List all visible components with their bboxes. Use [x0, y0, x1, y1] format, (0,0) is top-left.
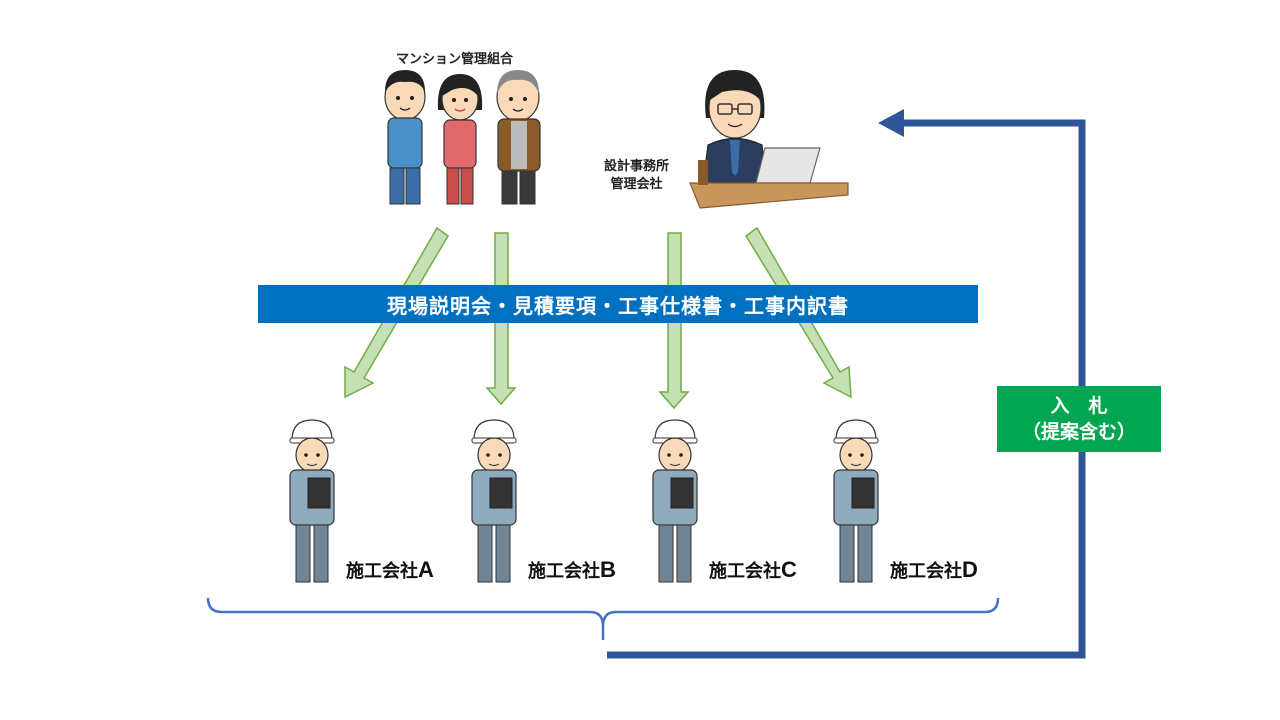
contractor-letter: D	[962, 557, 978, 582]
consultant-label-line1: 設計事務所	[604, 159, 670, 174]
worker-icon	[833, 419, 879, 583]
consultant-label-line2: 管理会社	[610, 177, 663, 192]
contractor-workers	[289, 419, 879, 583]
contractor-letter: A	[418, 557, 434, 582]
person-icon	[437, 74, 483, 205]
bid-return-arrowhead	[878, 109, 904, 137]
bid-box: 入 札 （提案含む）	[997, 386, 1161, 452]
person-icon	[496, 70, 541, 205]
contractors-brace	[206, 597, 1000, 640]
documents-banner-text: 現場説明会・見積要項・工事仕様書・工事内訳書	[387, 293, 849, 318]
contractor-name: 施工会社	[346, 561, 418, 582]
documents-banner: 現場説明会・見積要項・工事仕様書・工事内訳書	[258, 285, 978, 323]
contractor-label-a: 施工会社A	[346, 557, 434, 583]
consultant-illustration	[689, 70, 849, 209]
worker-icon	[652, 419, 698, 583]
association-label: マンション管理組合	[396, 52, 514, 67]
person-icon	[384, 70, 426, 205]
bid-box-line1: 入 札	[1050, 395, 1108, 417]
contractor-name: 施工会社	[528, 561, 600, 582]
worker-icon	[289, 419, 335, 583]
consultant-label: 設計事務所 管理会社	[604, 158, 669, 194]
contractor-label-c: 施工会社C	[709, 557, 797, 583]
contractor-name: 施工会社	[890, 561, 962, 582]
contractor-name: 施工会社	[709, 561, 781, 582]
bid-box-line2: （提案含む）	[1021, 421, 1136, 443]
contractor-letter: C	[781, 557, 797, 582]
contractor-letter: B	[600, 557, 616, 582]
contractor-label-d: 施工会社D	[890, 557, 978, 583]
worker-icon	[471, 419, 517, 583]
association-people-illustration	[384, 70, 541, 205]
contractor-label-b: 施工会社B	[528, 557, 616, 583]
